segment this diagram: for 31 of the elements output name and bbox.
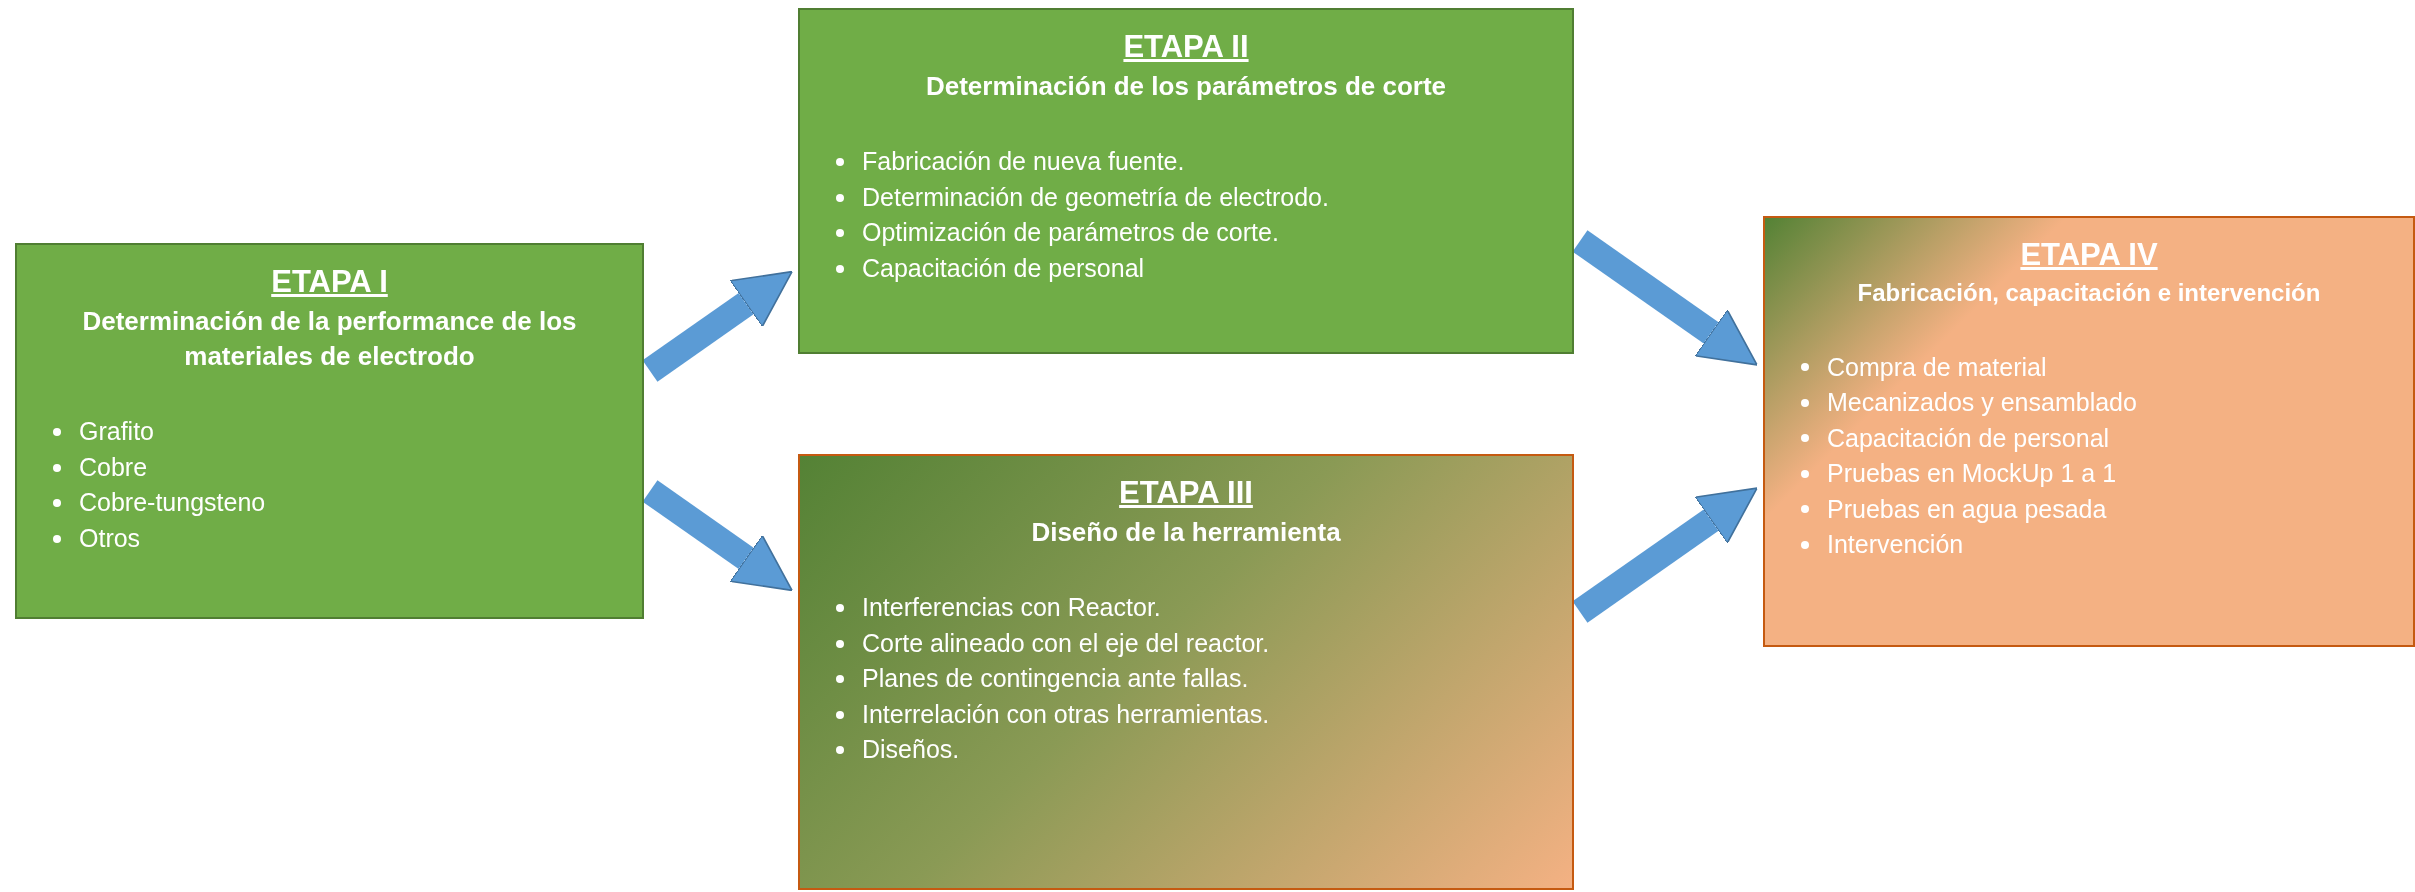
bullet-item: Fabricación de nueva fuente. <box>862 146 1185 178</box>
stage-subtitle: Determinación de los parámetros de corte <box>924 70 1448 104</box>
bullet-item: Planes de contingencia ante fallas. <box>862 663 1249 695</box>
bullet-item: Capacitación de personal <box>862 252 1145 284</box>
bullet-item: Cobre-tungsteno <box>79 487 266 519</box>
stage-heading: ETAPA IV <box>2019 236 2159 274</box>
stage-heading: ETAPA II <box>1122 28 1250 66</box>
bullet-item: Intervención <box>1827 529 1964 561</box>
bullet-item: Determinación de geometría de electrodo. <box>862 181 1329 213</box>
stage-box <box>798 8 1574 354</box>
stage-heading: ETAPA I <box>270 263 389 301</box>
bullet-item: Grafito <box>79 416 155 448</box>
bullet-item: Pruebas en agua pesada <box>1827 493 2107 525</box>
stage-subtitle: Diseño de la herramienta <box>1030 516 1342 550</box>
bullet-item: Corte alineado con el eje del reactor. <box>862 627 1270 659</box>
bullet-item: Pruebas en MockUp 1 a 1 <box>1827 458 2117 490</box>
bullet-item: Mecanizados y ensamblado <box>1827 387 2137 419</box>
stage-subtitle: Fabricación, capacitación e intervención <box>1856 278 2322 309</box>
bullet-item: Capacitación de personal <box>1827 422 2110 454</box>
bullet-item: Diseños. <box>862 734 960 766</box>
stage-heading: ETAPA III <box>1118 474 1254 512</box>
stage-subtitle: Determinación de la performance de los materiales de electrodo <box>81 305 578 374</box>
bullet-item: Interrelación con otras herramientas. <box>862 698 1270 730</box>
stage-box <box>798 454 1574 890</box>
bullet-item: Interferencias con Reactor. <box>862 592 1161 624</box>
bullet-item: Cobre <box>79 451 148 483</box>
stage-box <box>1763 216 2415 647</box>
stage-box <box>15 243 644 619</box>
bullet-item: Optimización de parámetros de corte. <box>862 217 1279 249</box>
bullet-item: Compra de material <box>1827 351 2047 383</box>
bullet-item: Otros <box>79 522 141 554</box>
